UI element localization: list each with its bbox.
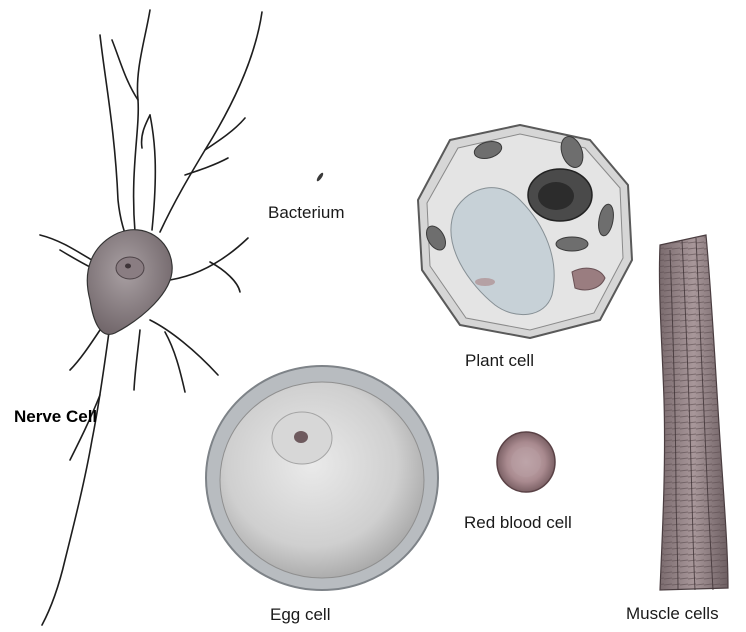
bacterium-shape xyxy=(316,172,325,182)
nerve-cell-body xyxy=(87,230,172,335)
red-blood-cell xyxy=(497,432,555,492)
bacterium-label: Bacterium xyxy=(268,204,345,221)
nerve-cell-label: Nerve Cell xyxy=(14,408,97,425)
nerve-cell-nucleolus xyxy=(125,264,131,269)
plant-cell-label: Plant cell xyxy=(465,352,534,369)
egg-cell-label: Egg cell xyxy=(270,606,330,623)
red-blood-cell-label: Red blood cell xyxy=(464,514,572,531)
muscle-cells xyxy=(659,235,728,590)
muscle-striations xyxy=(659,235,728,590)
muscle-cells-label: Muscle cells xyxy=(626,605,719,622)
plant-cell xyxy=(418,125,632,338)
egg-cell-nucleolus xyxy=(294,431,308,443)
plant-cell-mitochondrion xyxy=(475,278,495,286)
plant-cell-nucleolus xyxy=(538,182,574,210)
red-blood-cell-center xyxy=(511,447,541,477)
egg-cell xyxy=(206,366,438,590)
nerve-cell-nucleus xyxy=(116,257,144,279)
egg-cell-cytoplasm xyxy=(220,382,424,578)
